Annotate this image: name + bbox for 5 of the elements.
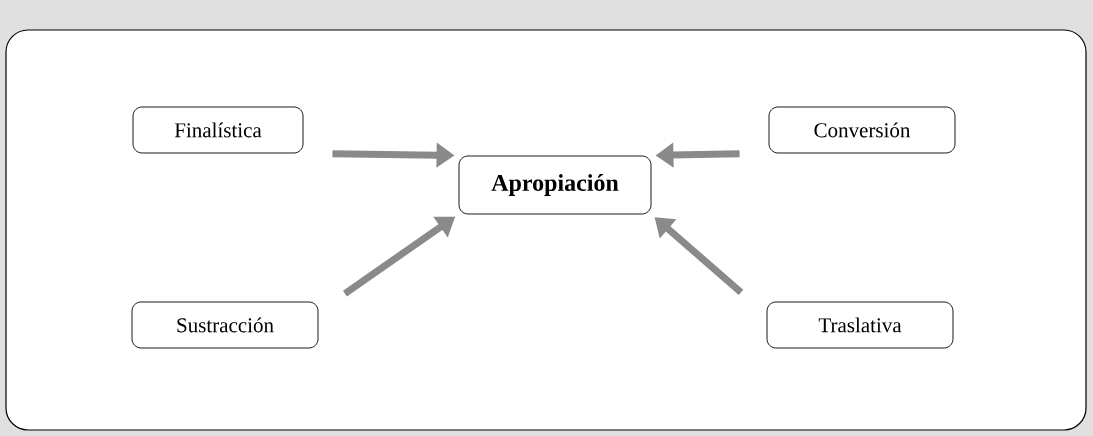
concept-box: Sustracción bbox=[131, 301, 319, 349]
concept-box: Traslativa bbox=[766, 301, 954, 349]
concept-box: Conversión bbox=[768, 106, 956, 154]
concept-box: Finalística bbox=[132, 106, 304, 154]
title-box: Apropiación bbox=[458, 155, 652, 215]
